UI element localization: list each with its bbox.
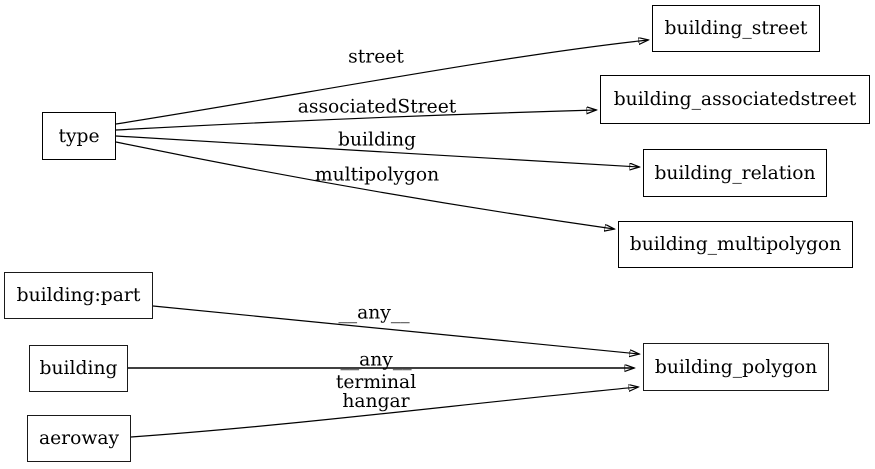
node-label: type — [58, 125, 100, 147]
node-label: building_street — [664, 18, 808, 39]
node-label: aeroway — [38, 428, 120, 449]
edge-label-terminal-hangar: terminal hangar — [336, 373, 416, 411]
edge-label-line-terminal: terminal — [335, 372, 417, 393]
edge-type-building_relation — [115, 135, 639, 167]
node-aeroway: aeroway — [27, 415, 131, 462]
node-label: building_multipolygon — [629, 234, 842, 255]
edge-aeroway-building_polygon — [130, 387, 638, 438]
edge-type-building_associatedstreet — [115, 110, 596, 131]
edge-label-multipolygon: multipolygon — [314, 164, 440, 186]
edge-type-building_street — [115, 40, 648, 125]
node-type: type — [42, 112, 116, 160]
edge-label-any-building: __any__ — [340, 349, 412, 371]
node-label: building_relation — [654, 162, 816, 184]
node-building-part: building:part — [4, 272, 153, 319]
edge-label-any-buildingpart: __any__ — [338, 302, 410, 324]
node-building-polygon: building_polygon — [643, 343, 829, 391]
node-label: building_polygon — [654, 356, 818, 378]
node-label: building:part — [16, 285, 141, 306]
edge-label-line-hangar: hangar — [342, 391, 410, 412]
node-label: building_associatedstreet — [613, 89, 857, 110]
node-building-associatedstreet: building_associatedstreet — [600, 75, 870, 124]
edge-label-associatedstreet: associatedStreet — [297, 96, 457, 118]
node-label: building — [39, 358, 118, 379]
edge-label-building: building — [338, 129, 416, 151]
edge-type-building_multipolygon — [115, 141, 614, 229]
node-building-street: building_street — [652, 5, 820, 52]
node-building: building — [29, 345, 128, 392]
node-building-relation: building_relation — [643, 149, 827, 197]
node-building-multipolygon: building_multipolygon — [618, 221, 853, 268]
edge-buildingpart-building_polygon — [152, 305, 639, 354]
edge-label-street: street — [348, 46, 404, 68]
